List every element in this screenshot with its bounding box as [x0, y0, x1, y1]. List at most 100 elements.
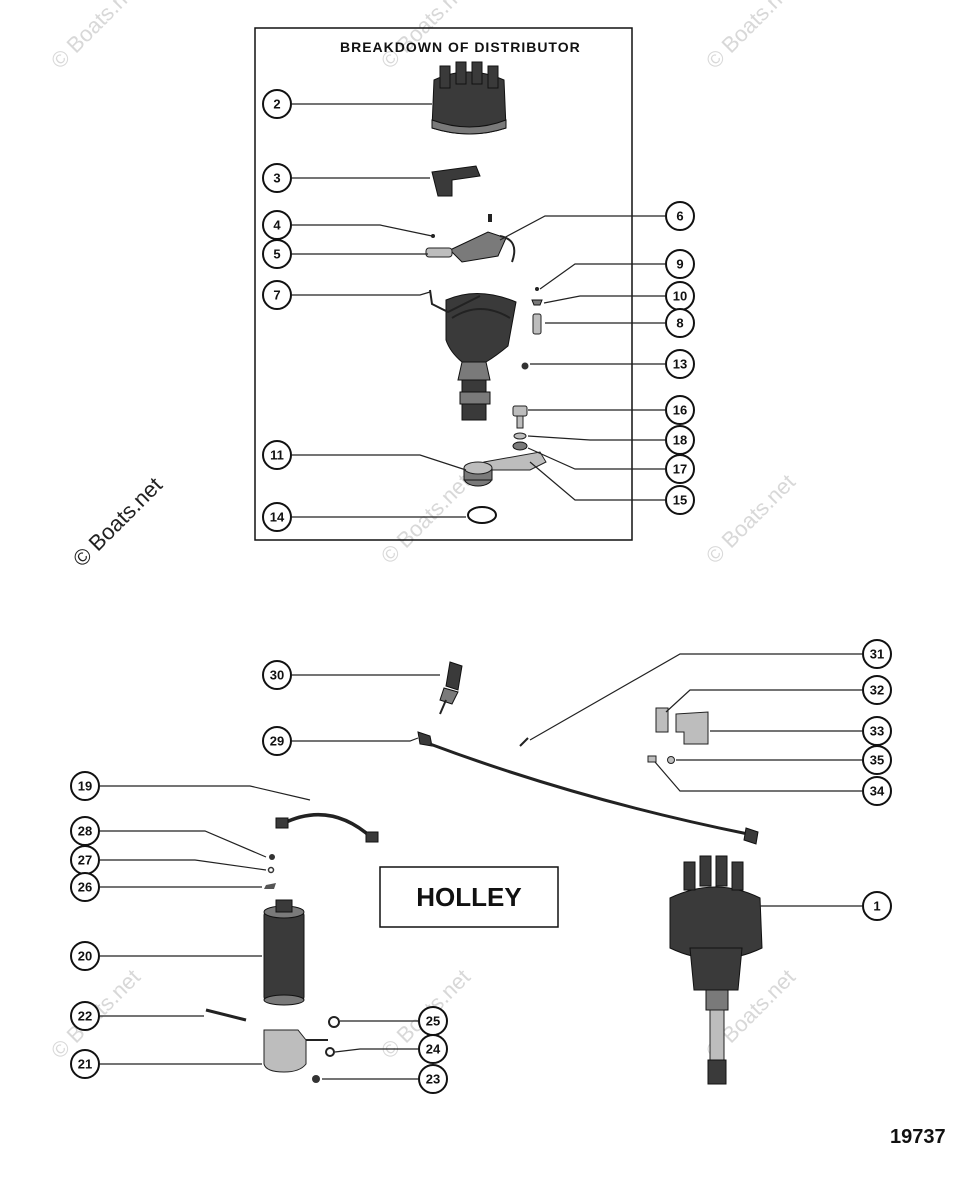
part-hex-nut	[312, 1075, 320, 1083]
part-screw	[535, 287, 539, 291]
part-lockwasher-small	[267, 866, 275, 874]
callout-label: 34	[870, 784, 885, 799]
callout-25: 25	[418, 1006, 448, 1036]
callout-label: 22	[78, 1009, 92, 1024]
holley-label-box	[379, 866, 559, 928]
callout-24: 24	[418, 1034, 448, 1064]
callout-32: 32	[862, 675, 892, 705]
callout-29: 29	[262, 726, 292, 756]
part-flat-washer	[512, 441, 528, 451]
callout-label: 23	[426, 1072, 440, 1087]
callout-3: 3	[262, 163, 292, 193]
callout-15: 15	[665, 485, 695, 515]
callout-23: 23	[418, 1064, 448, 1094]
watermark-copyright: © Boats.net	[68, 472, 167, 571]
watermark-faint: © Boats.net	[701, 0, 800, 74]
callout-label: 27	[78, 853, 92, 868]
callout-34: 34	[862, 776, 892, 806]
callout-13: 13	[665, 349, 695, 379]
callout-label: 21	[78, 1057, 92, 1072]
callout-17: 17	[665, 454, 695, 484]
callout-11: 11	[262, 440, 292, 470]
callout-22: 22	[70, 1001, 100, 1031]
callout-label: 2	[273, 97, 280, 112]
callout-label: 11	[270, 448, 284, 463]
part-coil-bracket	[263, 1029, 307, 1073]
callout-label: 28	[78, 824, 92, 839]
part-long-bolt	[205, 1008, 247, 1022]
callout-label: 20	[78, 949, 92, 964]
callout-label: 31	[870, 647, 884, 662]
callout-8: 8	[665, 308, 695, 338]
callout-label: 14	[270, 510, 285, 525]
breakdown-frame	[254, 27, 633, 541]
part-screw-small	[647, 755, 657, 763]
callout-16: 16	[665, 395, 695, 425]
callout-27: 27	[70, 845, 100, 875]
callout-label: 8	[676, 316, 683, 331]
part-distributor-assembly	[669, 855, 763, 1085]
part-nut	[269, 854, 275, 860]
part-bracket-small	[655, 707, 669, 733]
watermark-faint: © Boats.net	[701, 469, 800, 568]
holley-label: HOLLEY	[416, 882, 521, 912]
callout-label: 4	[273, 218, 281, 233]
callout-1: 1	[862, 891, 892, 921]
part-lockwasher-nut	[325, 1047, 335, 1057]
part-rotor	[431, 165, 481, 197]
part-washer-small	[667, 756, 675, 764]
part-breaker-points	[425, 214, 516, 263]
callout-label: 17	[673, 462, 687, 477]
callout-2: 2	[262, 89, 292, 119]
callouts: 2 3 4 5 6 7 9 10 8 13 16 18 17 15 11 14 …	[70, 89, 892, 1094]
callout-label: 19	[78, 779, 92, 794]
callout-label: 29	[270, 734, 284, 749]
part-spark-plug	[439, 661, 463, 715]
part-ring-washer	[328, 1016, 340, 1028]
callout-label: 16	[673, 403, 687, 418]
callout-label: 35	[870, 753, 884, 768]
callout-28: 28	[70, 816, 100, 846]
callout-label: 18	[673, 433, 687, 448]
callout-35: 35	[862, 745, 892, 775]
callout-label: 13	[673, 357, 687, 372]
part-lockwasher	[513, 432, 527, 440]
callout-label: 26	[78, 880, 92, 895]
part-distributor-housing	[429, 289, 517, 421]
callout-label: 33	[870, 724, 884, 739]
part-short-lead	[275, 812, 379, 843]
callout-9: 9	[665, 249, 695, 279]
part-drive-gear	[463, 461, 493, 487]
callout-10: 10	[665, 281, 695, 311]
part-bolt	[512, 405, 528, 429]
callout-label: 6	[676, 209, 683, 224]
part-distributor-cap	[431, 61, 507, 135]
leader-lines	[100, 103, 862, 1080]
part-pin	[521, 362, 529, 370]
callout-label: 1	[873, 899, 880, 914]
callout-5: 5	[262, 239, 292, 269]
callout-6: 6	[665, 201, 695, 231]
callout-31: 31	[862, 639, 892, 669]
callout-label: 30	[270, 668, 284, 683]
callout-label: 7	[273, 288, 280, 303]
callout-30: 30	[262, 660, 292, 690]
callout-label: 5	[273, 247, 280, 262]
callout-7: 7	[262, 280, 292, 310]
callout-label: 9	[676, 257, 683, 272]
figure-number: 19737	[890, 1126, 946, 1148]
callout-label: 3	[273, 171, 280, 186]
callout-33: 33	[862, 716, 892, 746]
callout-label: 15	[673, 493, 687, 508]
callout-label: 32	[870, 683, 884, 698]
callout-label: 24	[426, 1042, 441, 1057]
part-clip	[532, 313, 542, 335]
callout-26: 26	[70, 872, 100, 902]
callout-label: 25	[426, 1014, 440, 1029]
part-coil-lead	[417, 731, 759, 845]
callout-4: 4	[262, 210, 292, 240]
callout-21: 21	[70, 1049, 100, 1079]
part-washer	[531, 299, 543, 306]
callout-18: 18	[665, 425, 695, 455]
